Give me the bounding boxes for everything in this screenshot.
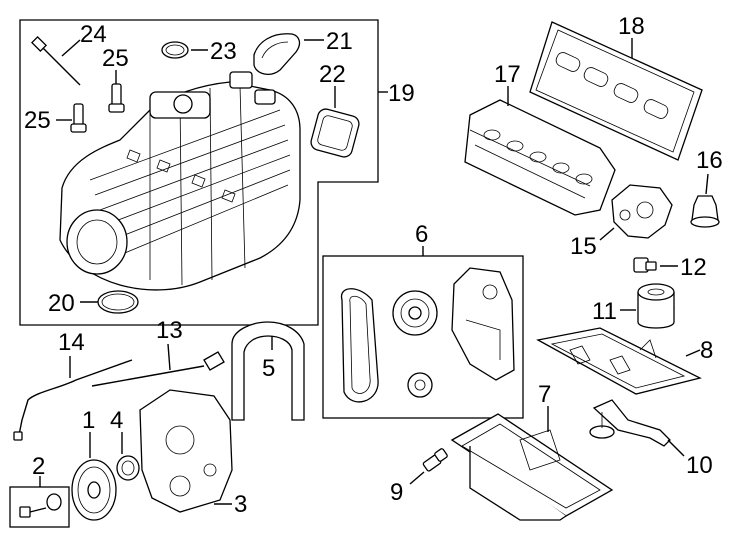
front-crank-seal	[116, 455, 140, 481]
oil-filter	[637, 283, 675, 329]
callout-21: 21	[326, 28, 353, 55]
callout-20: 20	[48, 290, 75, 317]
callout-4: 4	[110, 407, 123, 434]
leader-24	[61, 39, 81, 57]
callout-6: 6	[415, 221, 428, 248]
leader-8	[685, 349, 701, 357]
oil-pressure-sensor	[633, 257, 657, 273]
callout-15: 15	[570, 233, 597, 260]
dipstick-tube	[13, 359, 133, 441]
chain-tensioner-guide	[451, 267, 515, 381]
valve-cover	[464, 99, 616, 216]
callout-19: 19	[388, 80, 415, 107]
o-ring-seal	[161, 41, 189, 59]
callout-2: 2	[32, 453, 45, 480]
intake-manifold-group-box	[19, 19, 379, 326]
intake-manifold	[59, 71, 301, 291]
callout-16: 16	[696, 147, 723, 174]
timing-cover-gasket	[231, 321, 305, 421]
square-flange-gasket	[310, 108, 360, 158]
callout-18: 18	[618, 13, 645, 40]
callout-3: 3	[234, 491, 247, 518]
oil-filler-cap	[690, 195, 720, 228]
callout-11: 11	[592, 298, 617, 325]
windage-tray	[536, 327, 702, 395]
map-sensor-lower	[70, 103, 87, 133]
throttle-body-gasket	[97, 290, 139, 314]
oil-pickup-tube	[589, 399, 671, 447]
leader-10	[667, 439, 685, 457]
timing-cover	[139, 389, 233, 513]
callout-1: 1	[82, 407, 95, 434]
cam-sprocket	[392, 290, 438, 336]
oil-filter-adapter	[611, 184, 673, 239]
callout-9: 9	[390, 479, 403, 506]
leader-13	[167, 343, 171, 371]
callout-10: 10	[686, 452, 713, 479]
map-sensor-upper	[108, 83, 125, 113]
leader-9	[409, 471, 425, 485]
callout-22: 22	[319, 61, 346, 88]
callout-25-lower: 25	[24, 107, 51, 134]
callout-24: 24	[80, 21, 107, 48]
valve-cover-gasket	[529, 21, 703, 161]
callout-12: 12	[680, 254, 707, 281]
leader-15	[599, 227, 615, 241]
callout-8: 8	[700, 337, 713, 364]
callout-25-upper: 25	[102, 45, 129, 72]
callout-13: 13	[156, 317, 183, 344]
manifold-bolt	[31, 36, 81, 86]
crank-sprocket	[407, 372, 433, 398]
callout-5: 5	[262, 355, 275, 382]
leader-16	[705, 173, 709, 195]
oil-pan	[450, 413, 614, 521]
callout-14: 14	[58, 329, 85, 356]
callout-7: 7	[538, 381, 551, 408]
vacuum-port-gasket	[253, 33, 301, 75]
callout-17: 17	[494, 61, 521, 88]
callout-23: 23	[210, 38, 237, 65]
crankshaft-damper	[71, 459, 117, 521]
damper-bolt-washer	[19, 493, 62, 518]
oil-dipstick	[91, 351, 225, 387]
oil-drain-plug	[422, 448, 448, 472]
timing-chain	[341, 288, 379, 403]
